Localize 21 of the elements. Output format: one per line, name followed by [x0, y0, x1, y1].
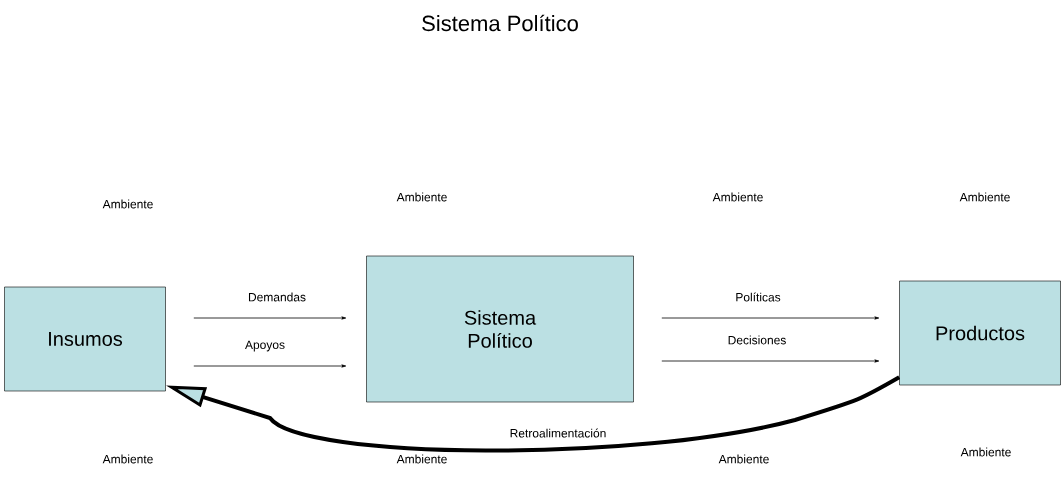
environment-label: Ambiente: [396, 454, 447, 464]
environment-label: Ambiente: [718, 454, 769, 464]
box: Sistema Político: [366, 255, 634, 403]
environment-label: Ambiente: [102, 199, 153, 209]
environment-label: Ambiente: [396, 192, 447, 202]
arrow: [661, 316, 880, 320]
environment-label: Ambiente: [102, 454, 153, 464]
environment-label: Ambiente: [712, 192, 763, 202]
environment-label: Ambiente: [959, 192, 1010, 202]
edge-label: Demandas: [249, 292, 306, 302]
arrow: [661, 359, 880, 363]
edge-label: Retroalimentación: [510, 428, 606, 438]
box: Productos: [899, 280, 1061, 386]
environment-label: Ambiente: [960, 447, 1011, 457]
edge-label: Apoyos: [245, 340, 285, 352]
arrow: [193, 316, 347, 320]
box: Insumos: [4, 286, 166, 392]
title: Sistema Político: [422, 14, 578, 32]
arrow: [193, 364, 347, 368]
edge-label: Decisiones: [728, 335, 786, 345]
edge-label: Políticas: [736, 292, 781, 302]
